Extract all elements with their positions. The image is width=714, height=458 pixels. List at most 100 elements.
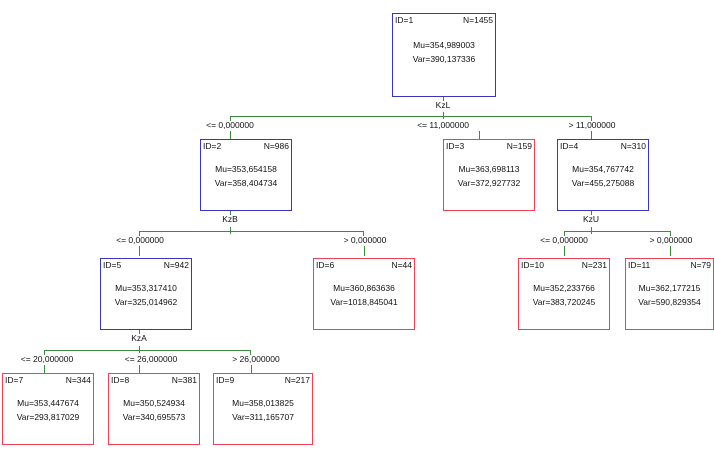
edge-drop-n10: [564, 246, 565, 256]
split-variable-kza: KzA: [131, 333, 147, 343]
edge-drop-n4: [591, 131, 592, 139]
node-3-stats: Mu=363,698113 Var=372,927732: [444, 162, 534, 190]
node-7-variance: Var=293,817029: [16, 412, 80, 422]
node-7-header: ID=7 N=344: [3, 375, 93, 386]
edge-label-kza-2: <= 26,000000: [124, 354, 178, 364]
edge-drop-n9: [251, 365, 252, 373]
edge-drop-n7: [44, 365, 45, 373]
node-4-stem: [591, 211, 592, 215]
tree-node-2[interactable]: ID=2 N=986 Mu=353,654158 Var=358,404734: [200, 139, 292, 211]
node-8-header: ID=8 N=381: [109, 375, 199, 386]
edge-label-kzu-2: > 0,000000: [649, 235, 693, 245]
node-2-stats: Mu=353,654158 Var=358,404734: [201, 162, 291, 190]
edge-drop-n8: [139, 365, 140, 373]
node-8-variance: Var=340,695573: [122, 412, 186, 422]
tree-node-1[interactable]: ID=1 N=1455 Mu=354,989003 Var=390,137336: [392, 13, 496, 97]
split-bracket-kzl: [230, 112, 592, 130]
node-3-header: ID=3 N=159: [444, 141, 534, 152]
node-9-stats: Mu=358,013825 Var=311,165707: [214, 396, 312, 424]
node-4-mean: Mu=354,767742: [572, 164, 634, 174]
node-4-id: ID=4: [560, 141, 579, 151]
node-9-count: N=217: [284, 375, 310, 385]
node-2-variance: Var=358,404734: [214, 178, 278, 188]
edge-label-kzl-2: <= 11,000000: [417, 120, 469, 130]
split-bracket-kza: [44, 346, 251, 364]
node-7-mean: Mu=353,447674: [17, 398, 79, 408]
node-5-count: N=942: [163, 260, 189, 270]
node-7-id: ID=7: [5, 375, 24, 385]
tree-node-4[interactable]: ID=4 N=310 Mu=354,767742 Var=455,275088: [557, 139, 649, 211]
tree-node-7[interactable]: ID=7 N=344 Mu=353,447674 Var=293,817029: [2, 373, 94, 445]
tree-node-11[interactable]: ID=11 N=79 Mu=362,177215 Var=590,829354: [625, 258, 714, 330]
node-4-count: N=310: [620, 141, 646, 151]
node-9-variance: Var=311,165707: [232, 412, 294, 422]
node-2-mean: Mu=353,654158: [215, 164, 277, 174]
edge-label-kzb-2: > 0,000000: [343, 235, 387, 245]
node-6-stats: Mu=360,863636 Var=1018,845041: [314, 281, 414, 309]
node-10-variance: Var=383,720245: [532, 297, 596, 307]
node-11-stats: Mu=362,177215 Var=590,829354: [626, 281, 713, 309]
edge-label-kzb-1: <= 0,000000: [116, 235, 164, 245]
node-3-mean: Mu=363,698113: [458, 164, 520, 174]
tree-node-3[interactable]: ID=3 N=159 Mu=363,698113 Var=372,927732: [443, 139, 535, 211]
node-2-header: ID=2 N=986: [201, 141, 291, 152]
node-9-id: ID=9: [216, 375, 235, 385]
node-10-stats: Mu=352,233766 Var=383,720245: [519, 281, 609, 309]
node-8-stats: Mu=350,524934 Var=340,695573: [109, 396, 199, 424]
split-bracket-kzu: [564, 227, 671, 245]
node-5-stats: Mu=353,317410 Var=325,014962: [101, 281, 191, 309]
edge-label-kzl-3: > 11,000000: [568, 120, 616, 130]
node-7-stats: Mu=353,447674 Var=293,817029: [3, 396, 93, 424]
edge-label-kzu-1: <= 0,000000: [540, 235, 588, 245]
node-11-header: ID=11 N=79: [626, 260, 713, 271]
node-10-id: ID=10: [521, 260, 544, 270]
edge-drop-n5: [139, 246, 140, 256]
node-4-variance: Var=455,275088: [571, 178, 635, 188]
node-9-header: ID=9 N=217: [214, 375, 312, 386]
node-5-mean: Mu=353,317410: [115, 283, 177, 293]
node-1-mean: Mu=354,989003: [413, 40, 475, 50]
node-2-id: ID=2: [203, 141, 222, 151]
node-1-variance: Var=390,137336: [412, 54, 476, 64]
node-10-mean: Mu=352,233766: [533, 283, 595, 293]
tree-node-5[interactable]: ID=5 N=942 Mu=353,317410 Var=325,014962: [100, 258, 192, 330]
node-4-stats: Mu=354,767742 Var=455,275088: [558, 162, 648, 190]
tree-node-9[interactable]: ID=9 N=217 Mu=358,013825 Var=311,165707: [213, 373, 313, 445]
tree-node-6[interactable]: ID=6 N=44 Mu=360,863636 Var=1018,845041: [313, 258, 415, 330]
tree-node-8[interactable]: ID=8 N=381 Mu=350,524934 Var=340,695573: [108, 373, 200, 445]
node-5-stem: [139, 330, 140, 334]
node-1-stats: Mu=354,989003 Var=390,137336: [393, 38, 495, 66]
node-3-id: ID=3: [446, 141, 465, 151]
node-6-header: ID=6 N=44: [314, 260, 414, 271]
tree-node-10[interactable]: ID=10 N=231 Mu=352,233766 Var=383,720245: [518, 258, 610, 330]
node-11-count: N=79: [690, 260, 711, 270]
node-7-count: N=344: [65, 375, 91, 385]
split-variable-kzl: KzL: [435, 100, 451, 110]
node-11-id: ID=11: [628, 260, 651, 270]
node-11-variance: Var=590,829354: [638, 297, 701, 307]
edge-label-kza-1: <= 20,000000: [20, 354, 74, 364]
edge-label-kza-3: > 26,000000: [232, 354, 280, 364]
node-5-variance: Var=325,014962: [114, 297, 178, 307]
node-11-mean: Mu=362,177215: [638, 283, 701, 293]
edge-label-kzl-1: <= 0,000000: [206, 120, 254, 130]
split-variable-kzu: KzU: [582, 214, 600, 224]
node-3-variance: Var=372,927732: [457, 178, 521, 188]
node-1-header: ID=1 N=1455: [393, 15, 495, 26]
node-1-stem: [443, 97, 444, 101]
node-10-count: N=231: [581, 260, 607, 270]
node-5-id: ID=5: [103, 260, 122, 270]
node-6-id: ID=6: [316, 260, 335, 270]
node-4-header: ID=4 N=310: [558, 141, 648, 152]
node-2-stem: [230, 211, 231, 215]
node-2-count: N=986: [263, 141, 289, 151]
node-6-variance: Var=1018,845041: [330, 297, 398, 307]
node-8-mean: Mu=350,524934: [123, 398, 185, 408]
edge-drop-n6: [364, 246, 365, 256]
split-variable-kzb: KzB: [222, 214, 238, 224]
node-1-count: N=1455: [462, 15, 493, 25]
node-1-id: ID=1: [395, 15, 414, 25]
node-3-count: N=159: [506, 141, 532, 151]
node-8-count: N=381: [171, 375, 197, 385]
